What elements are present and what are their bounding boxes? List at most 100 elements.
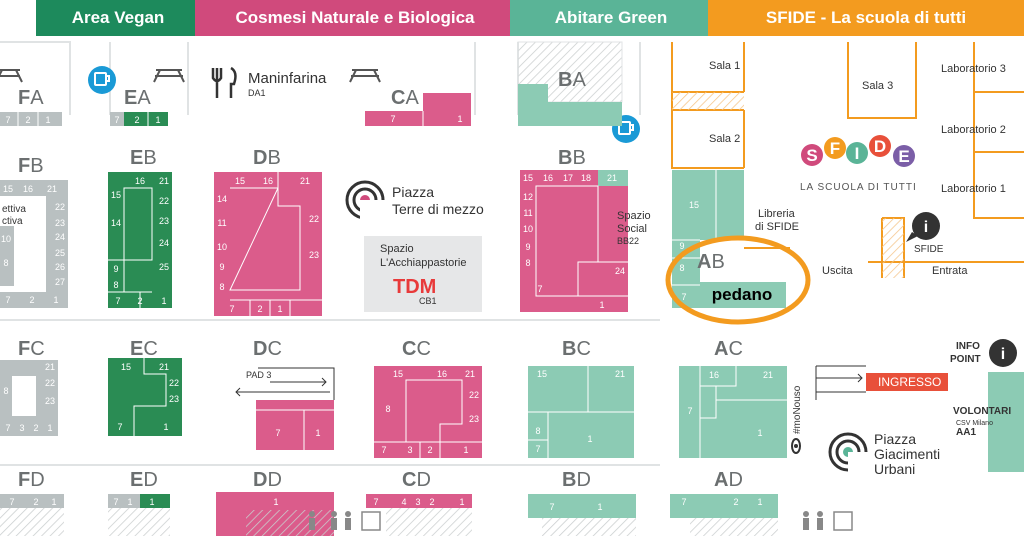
svg-text:18: 18 (581, 173, 591, 183)
svg-text:1: 1 (51, 497, 56, 507)
piazza-terre-icon (345, 180, 390, 222)
spazio-social-label-2: Social (617, 223, 647, 235)
svg-text:2: 2 (33, 423, 38, 433)
sala1-label: Sala 1 (709, 60, 740, 72)
svg-text:26: 26 (55, 262, 65, 272)
svg-text:1: 1 (459, 497, 464, 507)
svg-text:7: 7 (537, 284, 542, 294)
svg-text:21: 21 (300, 176, 310, 186)
svg-text:2: 2 (427, 445, 432, 455)
piazza-giac-label: Piazza (874, 431, 916, 447)
info-point-label-2: POINT (950, 354, 981, 365)
svg-text:7: 7 (535, 444, 540, 454)
label-fc: FC (18, 338, 45, 360)
svg-text:1: 1 (757, 428, 762, 438)
svg-text:I: I (855, 144, 860, 163)
label-ca: CA (391, 87, 419, 109)
svg-text:16: 16 (437, 369, 447, 379)
uscita-label: Uscita (822, 265, 853, 277)
svg-text:7: 7 (390, 114, 395, 124)
label-dd: DD (253, 469, 282, 491)
svg-text:24: 24 (159, 238, 169, 248)
svg-text:15: 15 (689, 200, 699, 210)
sfide-tagline: LA SCUOLA DI TUTTI (800, 182, 917, 193)
svg-text:1: 1 (463, 445, 468, 455)
fb-text-2: ctiva (2, 216, 23, 227)
pedano-label: pedano (711, 285, 773, 304)
svg-text:7: 7 (5, 115, 10, 125)
ingresso-button[interactable] (866, 373, 948, 391)
svg-text:22: 22 (469, 390, 479, 400)
ingresso-label: INGRESSO (878, 375, 941, 389)
svg-text:21: 21 (615, 369, 625, 379)
label-fb: FB (18, 155, 44, 177)
label-bc: BC (562, 338, 591, 360)
svg-text:4: 4 (401, 497, 406, 507)
header-abitare-green[interactable]: Abitare Green (510, 0, 712, 36)
booth-fa[interactable]: 7 2 1 (0, 112, 62, 126)
svg-text:1: 1 (161, 296, 166, 306)
svg-text:S: S (806, 146, 817, 165)
info-point-icon[interactable]: i (989, 339, 1017, 367)
svg-text:8: 8 (679, 263, 684, 273)
ingresso-arrows (815, 365, 866, 400)
svg-text:2: 2 (137, 296, 142, 306)
pad3-arrows (235, 367, 335, 400)
svg-text:1: 1 (149, 497, 154, 507)
svg-text:7: 7 (373, 497, 378, 507)
svg-text:3: 3 (415, 497, 420, 507)
tdm-logo: TDM (393, 276, 436, 298)
restroom-icon (309, 511, 381, 531)
svg-text:1: 1 (47, 423, 52, 433)
header-cosmesi[interactable]: Cosmesi Naturale e Biologica (195, 0, 515, 36)
svg-text:D: D (874, 137, 886, 156)
svg-text:7: 7 (681, 292, 686, 302)
svg-text:1: 1 (45, 115, 50, 125)
piazza-terre-label: Piazza (392, 184, 434, 200)
svg-text:1: 1 (315, 428, 320, 438)
label-ac: AC (714, 338, 743, 360)
svg-text:23: 23 (309, 250, 319, 260)
bb22-label: BB22 (617, 236, 639, 246)
svg-text:1: 1 (277, 304, 282, 314)
label-ba: BA (558, 69, 586, 91)
libreria-label: Libreria (758, 208, 796, 220)
svg-text:F: F (830, 139, 840, 158)
svg-text:8: 8 (385, 404, 390, 414)
booth-dd[interactable]: 1 (216, 492, 334, 536)
svg-text:8: 8 (3, 386, 8, 396)
svg-text:22: 22 (169, 378, 179, 388)
svg-text:2: 2 (25, 115, 30, 125)
label-ed: ED (130, 469, 158, 491)
svg-text:9: 9 (525, 242, 530, 252)
booth-ba[interactable] (517, 41, 623, 126)
header-sfide[interactable]: SFIDE - La scuola di tutti (708, 0, 1024, 36)
svg-text:7: 7 (115, 296, 120, 306)
header-area-vegan[interactable]: Area Vegan (36, 0, 200, 36)
svg-text:2: 2 (257, 304, 262, 314)
sfide-area (671, 42, 1024, 278)
booth-cb1[interactable] (364, 236, 482, 312)
libreria-label-2: di SFIDE (755, 221, 799, 233)
svg-text:16: 16 (135, 176, 145, 186)
label-eb: EB (130, 147, 157, 169)
svg-text:2: 2 (429, 497, 434, 507)
